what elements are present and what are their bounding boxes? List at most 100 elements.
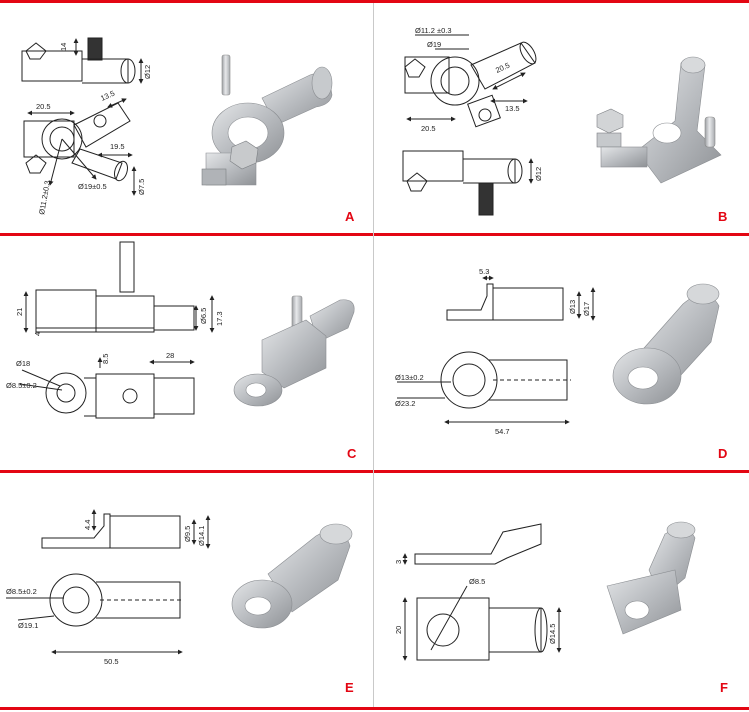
d-dim-5: Ø23.2 xyxy=(395,399,415,408)
d-dim-1: 5.3 xyxy=(479,267,489,276)
panel-e-drawing: 4.4 Ø9.5 Ø14.1 Ø8.5±0.2 Ø19.1 50.5 xyxy=(6,509,353,666)
a-dim-5: 19.5 xyxy=(110,142,125,151)
panel-b: Ø11.2 ±0.3 Ø19 20.5 20.5 13.5 Ø12 B xyxy=(375,3,747,233)
panel-a-drawing: 14 Ø12 20.5 13.5 19.5 Ø7.5 Ø19±0.5 Ø11.2… xyxy=(21,37,333,215)
f-dim-2: Ø8.5 xyxy=(469,577,485,586)
e-dim-6: 50.5 xyxy=(104,657,119,666)
e-dim-2: Ø9.5 xyxy=(183,526,192,542)
f-dim-1: 3 xyxy=(394,560,403,564)
panel-c-label: C xyxy=(347,446,357,461)
f-top-hole xyxy=(426,613,460,647)
a-top-arm xyxy=(73,102,131,148)
b-top-ring-inner xyxy=(440,66,470,96)
a-dim-6: Ø7.5 xyxy=(137,179,146,195)
a-top-nut xyxy=(25,154,47,174)
a-dim-2: Ø12 xyxy=(143,65,152,79)
f-top-barrel xyxy=(488,607,542,653)
top-red-rule xyxy=(0,0,749,3)
e-top-ring xyxy=(49,573,103,627)
d-top-hole xyxy=(452,363,486,397)
a-side-nut xyxy=(25,42,47,60)
c-dim-5: Ø18 xyxy=(16,359,30,368)
d-dim-6: 54.7 xyxy=(495,427,510,436)
c-top-stud-hole xyxy=(122,388,138,404)
f-top-palm xyxy=(416,597,490,661)
b-side-barrel xyxy=(463,158,516,184)
a-dim-8: Ø11.2±0.3 xyxy=(37,180,52,215)
c-product-photo xyxy=(233,295,355,407)
b-top-hole xyxy=(478,108,492,122)
e-product-photo xyxy=(231,523,353,629)
d-dim-4: Ø13±0.2 xyxy=(395,373,424,382)
e-dim-4: Ø8.5±0.2 xyxy=(6,587,37,596)
a-side-barrel-end xyxy=(120,58,136,84)
c-dim-7: 8.5 xyxy=(101,354,110,364)
a-top-hole xyxy=(93,114,107,128)
d-top-ring xyxy=(440,351,498,409)
panel-c-drawing: 21 4 Ø6.5 17.3 Ø18 Ø8.5±0.2 8.5 28 xyxy=(6,241,355,419)
e-dim-1: 4.4 xyxy=(83,520,92,530)
f-product-photo xyxy=(606,521,696,635)
d-side-palm xyxy=(446,283,494,321)
b-top-body xyxy=(404,56,450,94)
b-dim-5: 13.5 xyxy=(505,104,520,113)
panel-d-label: D xyxy=(718,446,728,461)
e-dim-3: Ø14.1 xyxy=(197,526,206,546)
c-dim-8: 28 xyxy=(166,351,174,360)
b-dim-3: 20.5 xyxy=(421,124,436,133)
panel-b-label: B xyxy=(718,209,728,224)
row-separator-2 xyxy=(0,470,749,473)
b-top-tab xyxy=(467,94,501,128)
a-side-barrel xyxy=(82,58,129,84)
a-product-photo xyxy=(201,54,333,186)
panel-c: 21 4 Ø6.5 17.3 Ø18 Ø8.5±0.2 8.5 28 C xyxy=(0,238,372,468)
f-dim-4: Ø14.5 xyxy=(548,624,557,644)
c-side-block xyxy=(95,295,155,333)
a-stud xyxy=(87,37,103,61)
b-top-ring-outer xyxy=(430,56,480,106)
panel-e: 4.4 Ø9.5 Ø14.1 Ø8.5±0.2 Ø19.1 50.5 E xyxy=(0,474,372,704)
e-top-hole xyxy=(62,586,90,614)
c-side-body xyxy=(35,289,97,333)
a-dim-1: 14 xyxy=(59,43,68,51)
d-product-photo xyxy=(612,283,720,405)
c-dim-3: Ø6.5 xyxy=(199,308,208,324)
e-side-barrel xyxy=(109,515,181,549)
c-dim-6: Ø8.5±0.2 xyxy=(6,381,37,390)
panel-d: 5.3 Ø13 Ø17 Ø13±0.2 Ø23.2 54.7 D xyxy=(375,238,747,468)
b-product-photo xyxy=(596,56,722,184)
bottom-red-rule xyxy=(0,707,749,710)
d-side-barrel xyxy=(492,287,564,321)
a-top-body xyxy=(23,120,75,158)
c-top-block xyxy=(95,373,155,419)
b-dim-2: Ø19 xyxy=(427,40,441,49)
row-separator-1 xyxy=(0,233,749,236)
b-dim-6: Ø12 xyxy=(534,167,543,181)
a-top-ring-inner xyxy=(49,126,75,152)
panel-f: 3 Ø8.5 20 Ø14.5 F xyxy=(375,474,747,704)
b-side-body xyxy=(402,150,464,182)
b-side-nut xyxy=(406,172,428,192)
b-top-nut xyxy=(404,58,426,78)
d-dim-2: Ø13 xyxy=(568,300,577,314)
panel-e-label: E xyxy=(345,680,354,695)
panel-b-drawing: Ø11.2 ±0.3 Ø19 20.5 20.5 13.5 Ø12 xyxy=(402,26,722,216)
e-dim-5: Ø19.1 xyxy=(18,621,38,630)
c-top-hole xyxy=(56,383,76,403)
panel-f-drawing: 3 Ø8.5 20 Ø14.5 xyxy=(394,521,696,661)
c-side-stud xyxy=(119,241,135,293)
c-dim-2: 4 xyxy=(33,332,42,336)
f-side-palm xyxy=(414,523,542,565)
b-side-stud xyxy=(478,182,494,216)
a-dim-4: 13.5 xyxy=(99,89,116,103)
panel-a-label: A xyxy=(345,209,355,224)
c-dim-4: 17.3 xyxy=(215,311,224,326)
e-side-palm xyxy=(41,513,111,549)
panel-d-drawing: 5.3 Ø13 Ø17 Ø13±0.2 Ø23.2 54.7 xyxy=(395,267,720,436)
c-dim-1: 21 xyxy=(15,308,24,316)
d-dim-3: Ø17 xyxy=(582,302,591,316)
a-dim-7: Ø19±0.5 xyxy=(78,182,107,191)
b-dim-4: 20.5 xyxy=(494,61,511,75)
f-dim-3: 20 xyxy=(394,626,403,634)
c-side-barrel xyxy=(154,305,195,331)
